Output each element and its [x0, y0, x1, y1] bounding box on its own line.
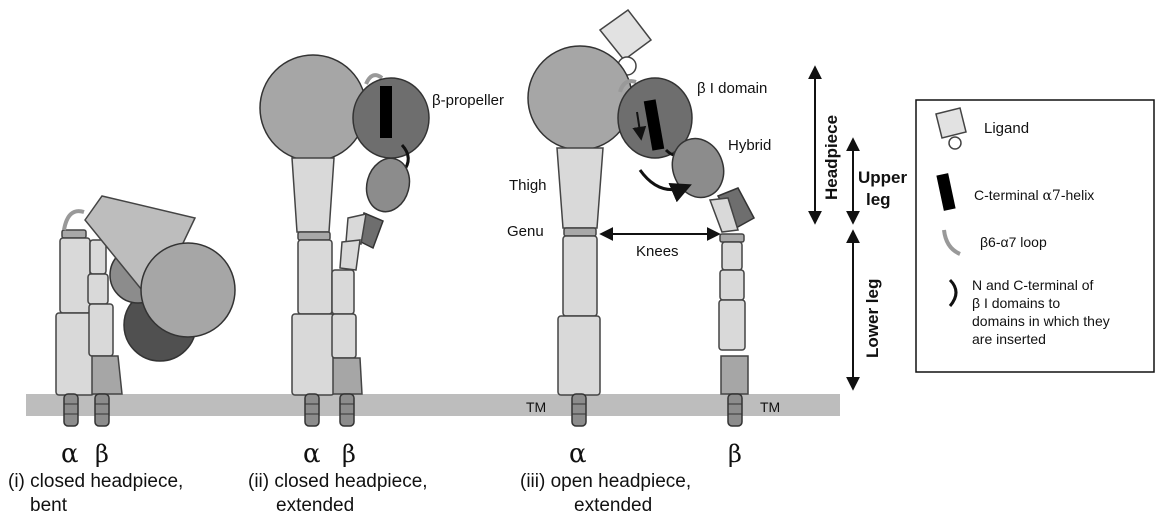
legend-helix-label: C-terminal α7-helix	[974, 187, 1094, 204]
caption-i-line2: bent	[30, 495, 68, 516]
beta-label-ii: β	[342, 440, 356, 468]
beta-label-i: β	[95, 440, 109, 468]
alpha-label-iii: α	[569, 439, 587, 469]
alpha-label-i: α	[61, 439, 79, 469]
legend-helix-prefix: C-terminal	[974, 187, 1042, 203]
legend-nc-line4: are inserted	[972, 331, 1046, 347]
caption-iii-line2: extended	[574, 495, 652, 516]
knees-label: Knees	[636, 243, 679, 260]
beta-label-iii: β	[728, 440, 742, 468]
beta-i-domain-label: β I domain	[697, 80, 767, 97]
headpiece-label: Headpiece	[822, 115, 841, 200]
legend-nc-line3: domains in which they	[972, 313, 1110, 329]
tm-label-left: TM	[526, 399, 546, 415]
beta-propeller-label: β-propeller	[432, 92, 504, 109]
legend-nc-line2: β I domains to	[972, 295, 1060, 311]
lower-leg-label: Lower leg	[863, 279, 882, 358]
legend-ligand-label: Ligand	[984, 120, 1029, 137]
legend-helix-suffix: -helix	[1061, 187, 1094, 203]
caption-i-line1: (i) closed headpiece,	[8, 471, 183, 492]
caption-ii-line1: (ii) closed headpiece,	[248, 471, 428, 492]
legend-loop-label: β6-α7 loop	[980, 234, 1047, 250]
upper-leg-label-1: Upper	[858, 168, 908, 187]
caption-iii-line1: (iii) open headpiece,	[520, 471, 691, 492]
upper-leg-label-2: leg	[866, 190, 891, 209]
legend-nc-line1: N and C-terminal of	[972, 277, 1093, 293]
integrin-bent	[56, 196, 235, 426]
caption-ii-line2: extended	[276, 495, 354, 516]
integrin-open-extended	[528, 10, 754, 426]
tm-label-right: TM	[760, 399, 780, 415]
legend-helix-alpha: α7	[1042, 188, 1060, 204]
thigh-label: Thigh	[509, 177, 547, 194]
membrane	[26, 394, 840, 416]
integrin-closed-extended	[260, 55, 429, 426]
genu-label: Genu	[507, 223, 544, 240]
alpha-label-ii: α	[303, 439, 321, 469]
hybrid-label: Hybrid	[728, 137, 771, 154]
